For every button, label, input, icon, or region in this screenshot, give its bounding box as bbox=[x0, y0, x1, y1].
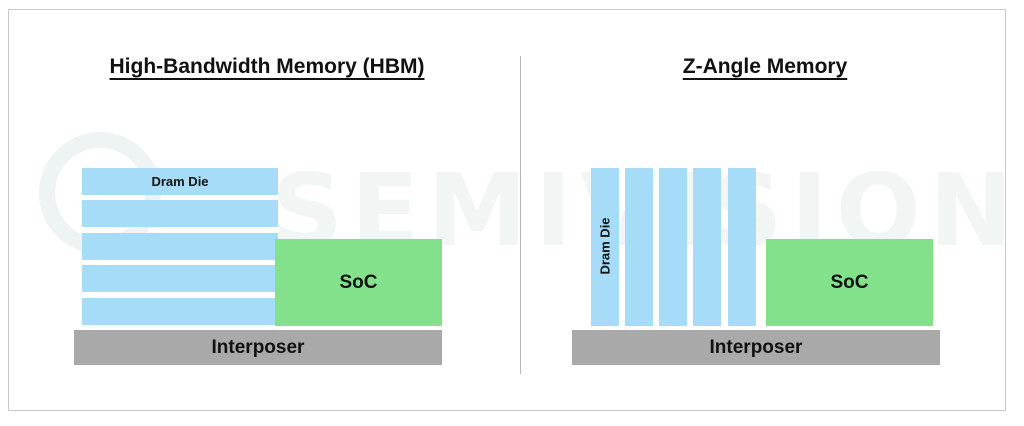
zangle-soc-label: SoC bbox=[830, 271, 869, 293]
hbm-soc-label: SoC bbox=[339, 271, 378, 293]
hbm-dram-die bbox=[82, 200, 278, 227]
zangle-dram-die: Dram Die bbox=[591, 168, 619, 326]
hbm-dram-die bbox=[82, 265, 278, 292]
hbm-title: High-Bandwidth Memory (HBM) bbox=[109, 55, 425, 78]
zangle-title: Z-Angle Memory bbox=[682, 55, 848, 78]
zangle-dram-die bbox=[728, 168, 756, 326]
zangle-dram-die bbox=[693, 168, 721, 326]
zangle-interposer: Interposer bbox=[572, 330, 940, 365]
zangle-dram-die-label: Dram Die bbox=[597, 217, 613, 275]
zangle-dram-die bbox=[625, 168, 653, 326]
hbm-dram-die bbox=[82, 298, 278, 325]
hbm-dram-die: Dram Die bbox=[82, 168, 278, 195]
panel-divider bbox=[520, 56, 521, 374]
zangle-dram-die bbox=[659, 168, 687, 326]
hbm-interposer-label: Interposer bbox=[211, 336, 305, 358]
hbm-soc: SoC bbox=[275, 239, 442, 326]
zangle-interposer-label: Interposer bbox=[709, 336, 803, 358]
zangle-soc: SoC bbox=[766, 239, 933, 326]
hbm-dram-die bbox=[82, 233, 278, 260]
hbm-dram-die-label: Dram Die bbox=[151, 174, 209, 189]
hbm-interposer: Interposer bbox=[74, 330, 442, 365]
diagram-frame: SEMIVISION High-Bandwidth Memory (HBM) D… bbox=[8, 9, 1006, 411]
